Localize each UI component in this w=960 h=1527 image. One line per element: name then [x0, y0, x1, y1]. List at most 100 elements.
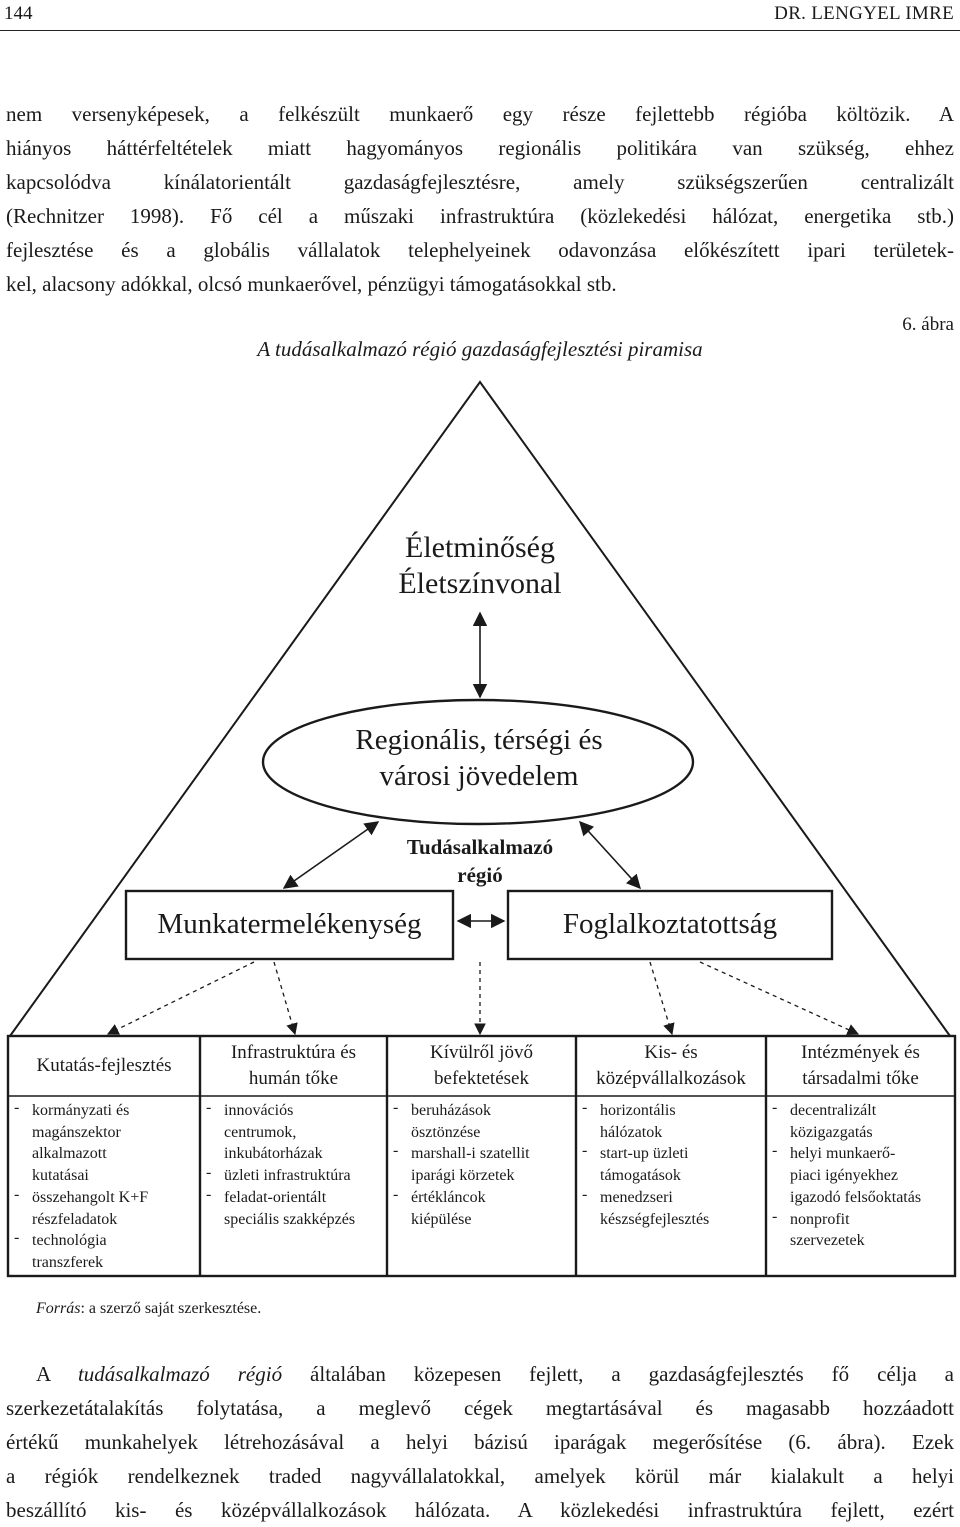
list-item: - üzleti infrastruktúra	[206, 1164, 351, 1185]
dash: -	[393, 1142, 399, 1160]
text-run: A	[36, 1362, 78, 1386]
dash: -	[582, 1142, 588, 1160]
col-header-rnd: Kutatás-fejlesztés	[8, 1053, 200, 1079]
col-header-line: befektetések	[434, 1068, 529, 1089]
dash: -	[772, 1142, 778, 1160]
text-line: kel, alacsony adókkal, olcsó munkaerővel…	[6, 272, 617, 296]
columns-frame	[6, 1034, 957, 1278]
arrow-ellipse-employment	[579, 820, 641, 890]
text-run: általában közepesen fejlett, a gazdaságf…	[282, 1362, 955, 1386]
ellipse-line-1: Regionális, térségi és	[355, 724, 603, 756]
body-paragraph: A tudásalkalmazó régió általában közepes…	[6, 1357, 954, 1527]
col-header-line: társadalmi tőke	[802, 1068, 919, 1089]
text-run: beszállító kis- és középvállalkozások há…	[6, 1498, 954, 1522]
dash: -	[393, 1099, 399, 1116]
col-header-sme: Kis- és középvállalkozások	[576, 1040, 766, 1092]
emphasis-text: tudásalkalmazó régió	[77, 1362, 283, 1386]
col-header-line: Intézmények és	[801, 1042, 920, 1063]
ellipse-line-2: városi jövedelem	[379, 760, 579, 792]
col-header-institutions: Intézmények és társadalmi tőke	[766, 1040, 955, 1092]
text-line: kapcsolódva kínálatorientált gazdaságfej…	[6, 170, 954, 194]
center-line-1: Tudásalkalmazó	[406, 835, 554, 859]
text-line: szerkezetátalakítás folytatása, a meglev…	[6, 1391, 954, 1425]
employment-box	[506, 889, 834, 961]
source-label: Forrás	[36, 1300, 81, 1317]
center-label: Tudásalkalmazó régió	[360, 833, 600, 889]
intro-paragraph: nem versenyképesek, a felkészült munkaer…	[6, 97, 954, 301]
col-header-infrastructure: Infrastruktúra és humán tőke	[200, 1040, 387, 1092]
col-header-line: középvállalkozások	[596, 1068, 746, 1089]
employment-label: Foglalkoztatottság	[562, 908, 778, 940]
dash: -	[772, 1099, 778, 1116]
text-line: A tudásalkalmazó régió általában közepes…	[6, 1357, 954, 1391]
dashed-arrow-col5	[699, 961, 860, 1035]
page-number: 144	[4, 3, 33, 24]
pyramid-diagram	[6, 380, 957, 1278]
col-header-line: Kis- és	[644, 1042, 698, 1063]
text-line: értékű munkahelyek létrehozásával a hely…	[6, 1425, 954, 1459]
dash: -	[14, 1185, 20, 1203]
col-header-line: Infrastruktúra és	[230, 1042, 357, 1063]
apex-label: Életminőség Életszínvonal	[330, 530, 630, 602]
dash: -	[393, 1185, 399, 1203]
dashed-arrow-col4	[649, 961, 675, 1036]
text-line: (Rechnitzer 1998). Fő cél a műszaki infr…	[6, 204, 954, 228]
text-run: szerkezetátalakítás folytatása, a meglev…	[6, 1396, 954, 1420]
ellipse-label: Regionális, térségi és városi jövedelem	[290, 722, 668, 794]
pyramid-outline	[9, 380, 951, 1037]
figure-title: A tudásalkalmazó régió gazdaságfejleszté…	[257, 337, 703, 361]
col-header-fdi: Kívülről jövő befektetések	[387, 1040, 576, 1092]
text-line: nem versenyképesek, a felkészült munkaer…	[6, 102, 954, 126]
text-line: beszállító kis- és középvállalkozások há…	[6, 1493, 954, 1527]
page-header: 144 DR. LENGYEL IMRE	[0, 0, 960, 31]
text-line: fejlesztése és a globális vállalatok tel…	[6, 238, 954, 262]
text-line: a régiók rendelkeznek traded nagyvállala…	[6, 1459, 954, 1493]
source-text: : a szerző saját szerkesztése.	[80, 1300, 262, 1317]
col-header-line: Kutatás-fejlesztés	[36, 1055, 172, 1076]
dash: -	[582, 1185, 588, 1203]
col-header-line: humán tőke	[248, 1068, 339, 1089]
dash: -	[14, 1099, 20, 1116]
dash: -	[206, 1099, 212, 1116]
center-line-2: régió	[457, 863, 503, 887]
arrow-ellipse-productivity	[282, 821, 380, 889]
figure-number: 6. ábra	[902, 314, 954, 335]
dash: -	[206, 1185, 212, 1203]
running-head: DR. LENGYEL IMRE	[774, 3, 954, 24]
apex-line-1: Életminőség	[405, 531, 555, 564]
income-ellipse	[261, 698, 695, 826]
text-run: értékű munkahelyek létrehozásával a hely…	[6, 1430, 954, 1454]
dash: -	[206, 1164, 212, 1182]
productivity-box	[124, 889, 455, 961]
dashed-arrow-col1	[106, 961, 255, 1035]
dash: -	[14, 1229, 20, 1247]
dash: -	[772, 1207, 778, 1225]
dash: -	[582, 1099, 588, 1116]
productivity-label: Munkatermelékenység	[157, 908, 422, 940]
text-line: hiányos háttérfeltételek miatt hagyomány…	[6, 136, 954, 160]
col-header-line: Kívülről jövő	[430, 1042, 533, 1063]
text-run: a régiók rendelkeznek traded nagyvállala…	[6, 1464, 954, 1488]
source-note: Forrás: a szerző saját szerkesztése.	[36, 1300, 261, 1318]
dashed-arrow-col2	[273, 961, 298, 1036]
apex-line-2: Életszínvonal	[398, 567, 562, 600]
